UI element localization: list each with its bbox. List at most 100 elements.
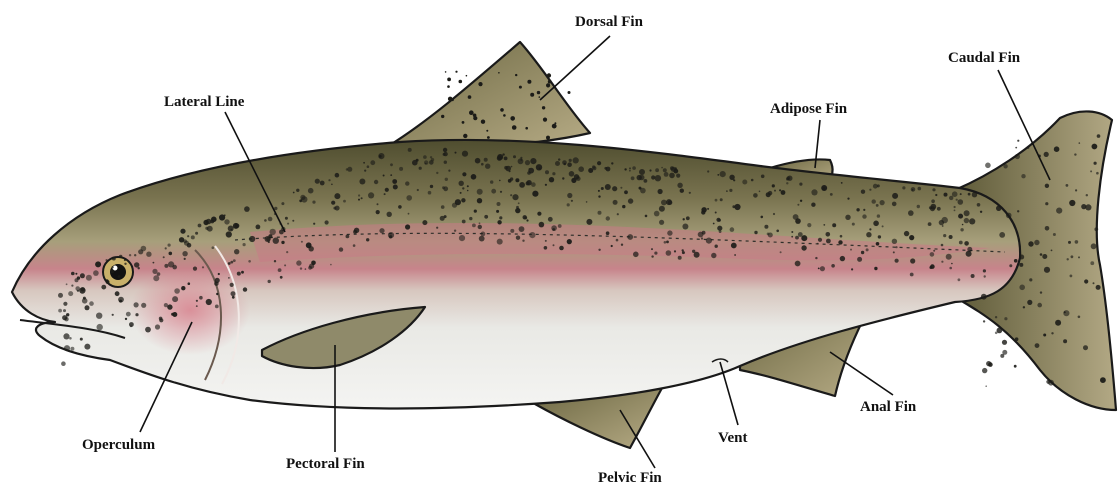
fin-spot: [537, 91, 540, 94]
spot: [567, 239, 572, 244]
spot: [946, 254, 952, 260]
spot: [823, 224, 825, 226]
spot: [863, 209, 865, 211]
spot: [471, 174, 477, 180]
spot: [654, 211, 660, 217]
spot: [406, 195, 412, 201]
spot: [798, 232, 803, 237]
spot: [1086, 194, 1088, 196]
spot: [392, 179, 397, 184]
spot: [1064, 311, 1066, 313]
spot: [664, 172, 669, 177]
spot: [445, 178, 448, 181]
spot: [484, 158, 488, 162]
spot: [567, 193, 572, 198]
spot: [1079, 142, 1081, 144]
spot: [499, 180, 501, 182]
spot: [287, 223, 289, 225]
spot: [799, 183, 802, 186]
spot: [268, 280, 271, 283]
spot: [786, 182, 788, 184]
spot: [876, 242, 880, 246]
spot: [84, 344, 90, 350]
spot: [232, 296, 235, 299]
spot: [180, 229, 185, 234]
spot: [384, 193, 386, 195]
spot: [519, 182, 525, 188]
spot: [1051, 250, 1053, 252]
spot: [358, 194, 360, 196]
spot: [335, 173, 340, 178]
spot: [1056, 208, 1062, 214]
spot: [658, 189, 663, 194]
spot: [841, 182, 843, 184]
spot: [918, 187, 922, 191]
fin-spot: [455, 71, 457, 73]
spot: [467, 185, 469, 187]
spot: [331, 184, 333, 186]
spot: [308, 188, 314, 194]
spot: [119, 255, 122, 258]
spot: [1014, 259, 1018, 263]
spot: [611, 162, 613, 164]
spot: [1019, 263, 1023, 267]
spot: [228, 277, 230, 279]
spot: [893, 251, 895, 253]
spot: [972, 192, 977, 197]
spot: [510, 194, 512, 196]
spot: [96, 313, 102, 319]
spot: [481, 163, 484, 166]
spot: [659, 206, 665, 212]
spot: [472, 224, 476, 228]
spot: [481, 232, 486, 237]
spot: [80, 338, 83, 341]
spot: [1006, 213, 1012, 219]
spot: [826, 232, 831, 237]
spot: [510, 229, 514, 233]
spot: [368, 192, 374, 198]
spot: [882, 225, 884, 227]
spot: [519, 226, 525, 232]
spot: [661, 200, 667, 206]
spot: [515, 208, 520, 213]
spot: [462, 220, 466, 224]
spot: [1093, 282, 1095, 284]
spot: [971, 274, 975, 278]
spot: [83, 297, 86, 300]
spot: [1068, 241, 1071, 244]
spot: [571, 178, 576, 183]
spot: [1053, 233, 1056, 236]
spot: [207, 226, 213, 232]
spot: [773, 213, 775, 215]
spot: [1045, 226, 1050, 231]
spot: [717, 226, 722, 231]
spot: [129, 322, 134, 327]
spot: [707, 208, 709, 210]
spot: [1034, 240, 1039, 245]
spot: [676, 174, 680, 178]
spot: [601, 187, 604, 190]
spot: [795, 218, 801, 224]
spot: [1097, 134, 1101, 138]
spot: [929, 266, 932, 269]
spot: [1078, 256, 1080, 258]
spot: [191, 235, 195, 239]
spot: [385, 188, 389, 192]
spot: [309, 264, 314, 269]
spot: [129, 254, 131, 256]
spot: [729, 189, 732, 192]
spot: [680, 189, 684, 193]
spot: [1045, 184, 1049, 188]
spot: [461, 198, 465, 202]
spot: [686, 216, 690, 220]
spot: [163, 256, 165, 258]
spot: [668, 200, 673, 205]
spot: [791, 236, 793, 238]
spot: [838, 240, 842, 244]
spot: [928, 222, 932, 226]
spot: [996, 206, 1001, 211]
spot: [576, 176, 581, 181]
spot: [513, 155, 516, 158]
